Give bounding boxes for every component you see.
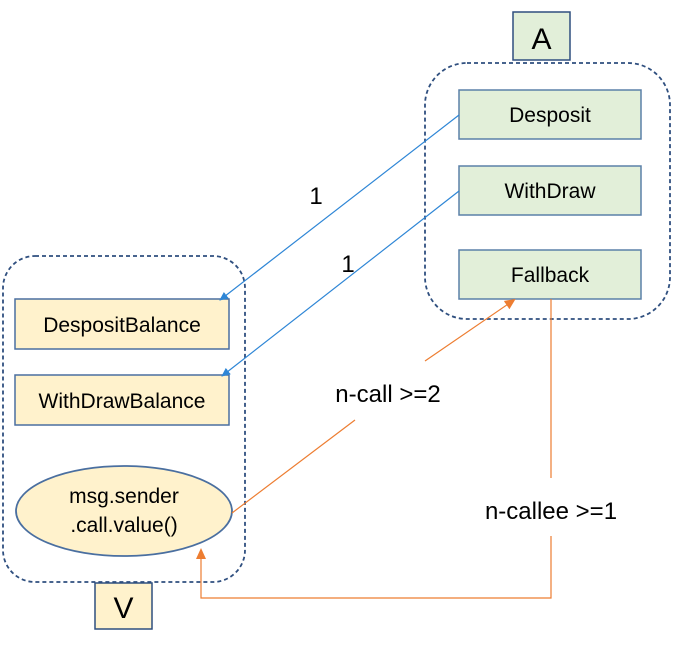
container-v-label-box xyxy=(94,582,153,630)
edge-label-withdraw: 1 xyxy=(341,251,354,278)
container-v-label: V xyxy=(113,592,133,625)
arrow-ncall xyxy=(231,419,356,514)
variable-label-desposit-balance: DespositBalance xyxy=(43,314,201,337)
container-v-frame xyxy=(2,255,246,583)
function-box-withdraw xyxy=(458,165,642,216)
arrow-desposit-to-balance xyxy=(219,114,460,301)
container-a-label-box xyxy=(512,11,571,61)
arrow-ncall-head-segment xyxy=(424,298,516,362)
call-value-ellipse xyxy=(15,465,233,557)
call-value-line1: msg.sender xyxy=(69,485,179,508)
function-box-desposit xyxy=(458,89,642,140)
function-box-fallback xyxy=(458,249,642,300)
arrow-withdraw-to-balance xyxy=(221,190,460,377)
function-label-desposit: Desposit xyxy=(509,104,591,127)
call-value-line2: .call.value() xyxy=(70,514,177,537)
arrow-ncallee-lower xyxy=(196,536,552,599)
variable-box-desposit-balance xyxy=(14,298,230,350)
container-a-label: A xyxy=(531,23,551,56)
variable-label-withdraw-balance: WithDrawBalance xyxy=(39,390,206,413)
function-label-withdraw: WithDraw xyxy=(504,180,596,203)
edge-label-ncallee: n-callee >=1 xyxy=(485,498,617,525)
edge-label-ncall: n-call >=2 xyxy=(335,381,440,408)
edge-label-desposit: 1 xyxy=(309,183,322,210)
function-label-fallback: Fallback xyxy=(511,264,590,287)
container-a-frame xyxy=(424,62,671,320)
variable-box-withdraw-balance xyxy=(14,374,230,426)
